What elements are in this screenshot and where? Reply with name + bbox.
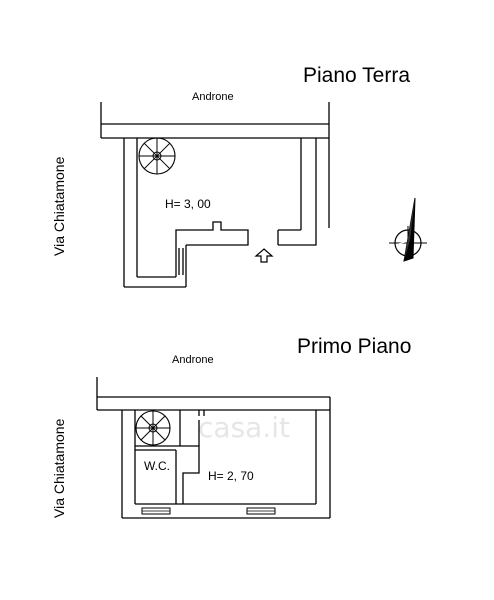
watermark: casa.it xyxy=(198,411,290,444)
staircase-icon xyxy=(138,137,176,175)
first-floor-title: Primo Piano xyxy=(297,335,411,358)
entrance-arrow-icon xyxy=(254,248,274,263)
first-floor-street-label: Via Chiatamone xyxy=(51,418,67,518)
ground-floor-top-wall xyxy=(100,102,330,139)
ground-floor-courtyard-label: Androne xyxy=(192,91,234,103)
wc-label: W.C. xyxy=(144,459,170,473)
north-arrow-icon: N xyxy=(389,197,427,262)
first-floor-height-label: H= 2, 70 xyxy=(208,469,254,483)
first-floor-right-wall xyxy=(315,410,331,518)
first-floor-courtyard-label: Androne xyxy=(172,354,214,366)
first-floor-bottom-wall xyxy=(122,503,330,519)
wc-partition xyxy=(135,410,200,504)
ground-floor-partition xyxy=(175,221,249,287)
ground-floor-height-label: H= 3, 00 xyxy=(165,197,211,211)
first-floor-top-wall xyxy=(96,377,331,416)
ground-floor-street-label: Via Chiatamone xyxy=(51,156,67,256)
staircase-icon xyxy=(135,410,171,446)
ground-floor-right-wall xyxy=(277,138,330,246)
first-floor-left-wall xyxy=(121,410,136,518)
ground-floor-title: Piano Terra xyxy=(303,64,410,87)
north-letter: N xyxy=(396,238,408,248)
ground-floor-left-wall xyxy=(123,138,186,288)
ground-floor-plan: Piano Terra Androne Via Chiatamone xyxy=(51,64,410,288)
first-floor-plan: Primo Piano Androne Via Chiatamone casa.… xyxy=(51,335,411,519)
